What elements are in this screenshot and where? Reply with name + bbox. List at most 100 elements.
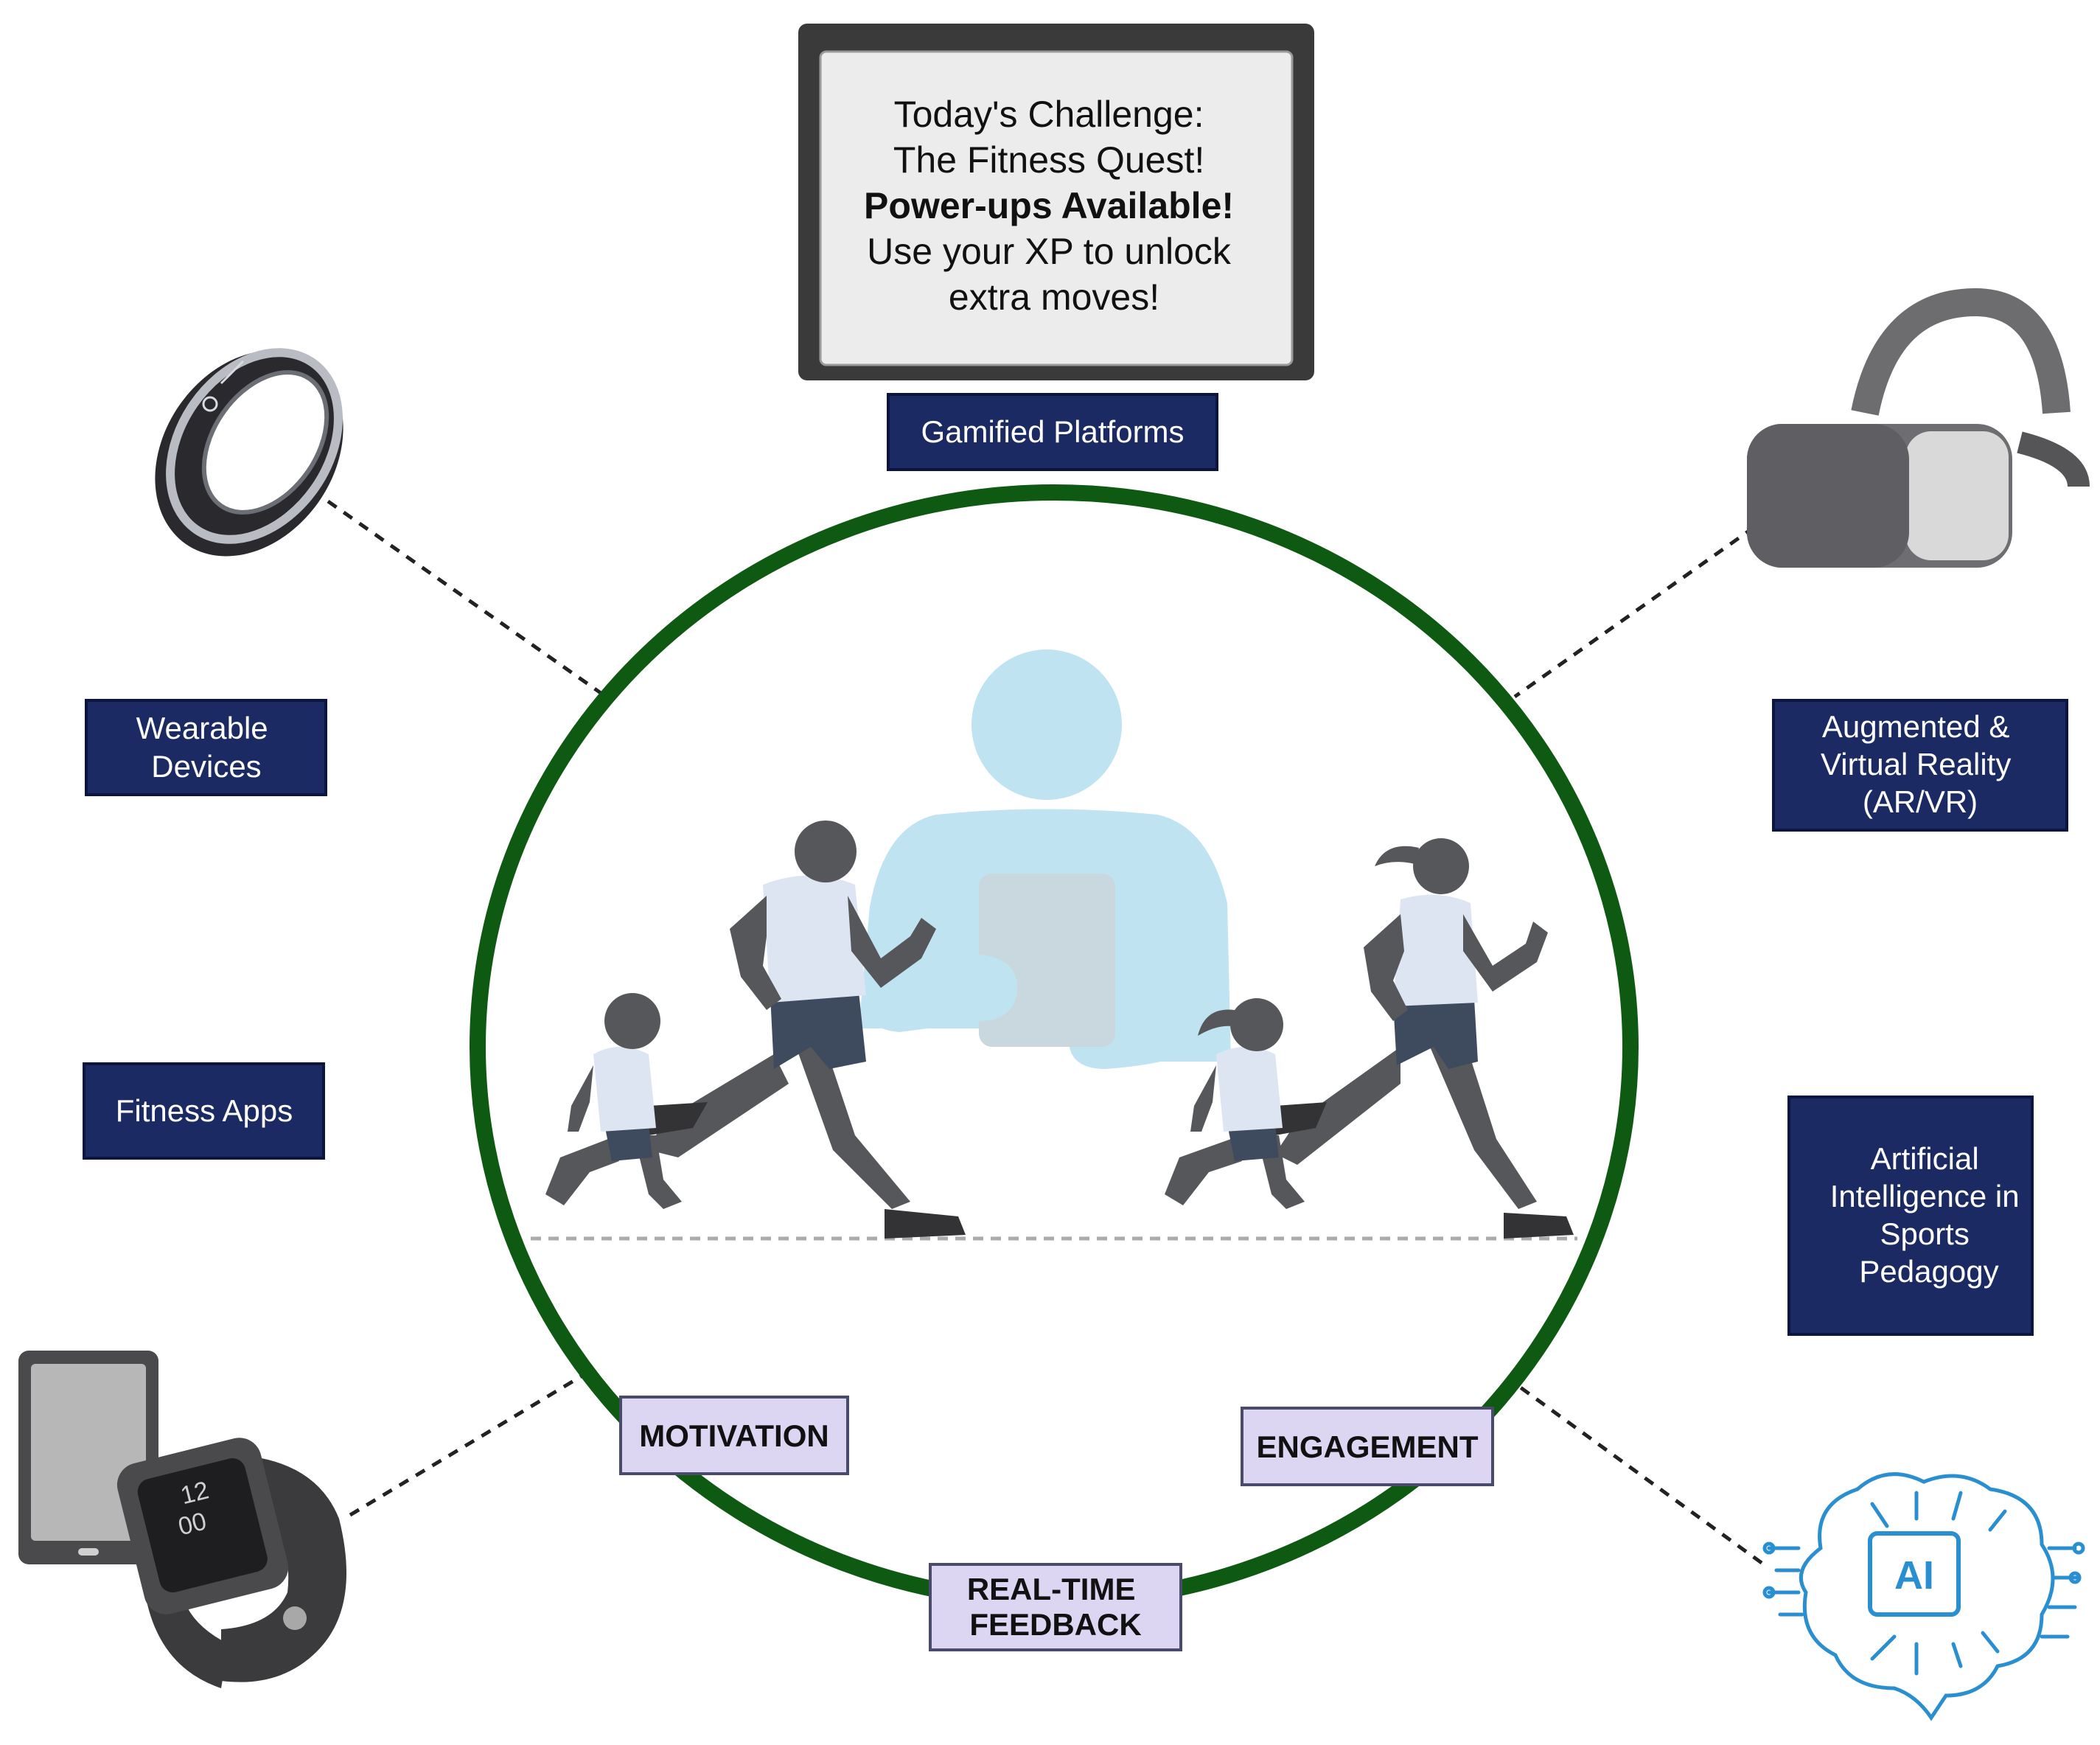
outcome-engagement-text: ENGAGEMENT xyxy=(1256,1429,1478,1464)
circuit-trace-1 xyxy=(1767,1546,1804,1617)
woman-ponytail xyxy=(1375,846,1419,866)
connector-devices xyxy=(349,1369,591,1517)
screen-display xyxy=(819,50,1294,366)
label-ai-box xyxy=(1787,1096,2034,1336)
teacher-silhouette xyxy=(859,649,1231,1069)
man-shorts xyxy=(770,992,866,1069)
outcome-feedback-line-2: FEEDBACK xyxy=(969,1607,1141,1642)
girl-shorts xyxy=(1227,1124,1279,1161)
outcome-motivation-box xyxy=(619,1396,849,1475)
boy-back-leg xyxy=(545,1139,619,1205)
woman-front-leg xyxy=(1430,1047,1537,1209)
runner-boy xyxy=(545,993,708,1209)
boy-torso xyxy=(593,1047,656,1132)
girl-torso xyxy=(1216,1047,1283,1132)
label-gamified-text: Gamified Platforms xyxy=(921,414,1184,449)
watch-sensor-dot xyxy=(283,1606,307,1630)
outcome-feedback: REAL-TIME FEEDBACK xyxy=(929,1563,1182,1651)
woman-head xyxy=(1413,838,1469,894)
man-arm-front xyxy=(848,896,936,988)
man-head xyxy=(795,821,857,882)
label-ai-pedagogy: Artificial Intelligence in Sports Pedago… xyxy=(1787,1096,2034,1336)
brain-outline xyxy=(1799,1472,2055,1721)
teacher-arm-left xyxy=(862,955,1017,1032)
woman-torso xyxy=(1393,894,1478,1006)
runner-woman xyxy=(1275,838,1574,1239)
ring-display-dot xyxy=(202,396,218,412)
vr-headset-icon xyxy=(1747,288,2090,568)
woman-shoe xyxy=(1504,1213,1574,1239)
screen-line-5: extra moves! xyxy=(949,276,1159,318)
vr-face-panel xyxy=(1905,431,2009,560)
ai-brain-icon xyxy=(1762,1472,2085,1721)
label-arvr-line-3: (AR/VR) xyxy=(1863,784,1978,819)
woman-arm-back xyxy=(1364,914,1408,1021)
label-fitness-box xyxy=(83,1062,325,1160)
boy-shorts xyxy=(604,1124,652,1161)
label-wearable-devices: Wearable Devices xyxy=(85,699,327,796)
ai-chip-text: AI xyxy=(1894,1553,1934,1598)
outcome-feedback-line-1: REAL-TIME xyxy=(967,1572,1136,1606)
boy-kicked-leg xyxy=(649,1102,708,1135)
girl-ponytail xyxy=(1198,1009,1235,1036)
label-wearable-box xyxy=(85,699,327,796)
connector-ring xyxy=(327,499,602,695)
circuit-node-4 xyxy=(2072,1542,2085,1555)
ring-inner-hole xyxy=(203,372,327,512)
woman-back-leg xyxy=(1275,1047,1400,1165)
outcome-engagement: ENGAGEMENT xyxy=(1241,1407,1494,1486)
vr-strap-side xyxy=(2017,431,2090,488)
girl-arm xyxy=(1190,1065,1216,1132)
man-back-leg xyxy=(649,1054,789,1157)
circuit-node-3 xyxy=(1762,1586,1776,1599)
vr-strap-top xyxy=(1851,288,2071,416)
svg-text:Wearable Devices: Wearable Devices xyxy=(136,711,277,784)
girl-kicked-leg xyxy=(1275,1102,1327,1135)
challenge-screen: Today's Challenge: The Fitness Quest! Po… xyxy=(798,24,1314,380)
tablet-screen xyxy=(31,1364,146,1541)
screen-line-4: Use your XP to unlock xyxy=(867,231,1232,272)
circuit-node-1 xyxy=(1762,1542,1776,1555)
man-torso xyxy=(763,875,866,1003)
connector-vr xyxy=(1513,525,1756,699)
outcome-engagement-box xyxy=(1241,1407,1494,1486)
screen-line-1: Today's Challenge: xyxy=(894,94,1204,135)
man-shoe xyxy=(885,1209,966,1239)
ring-display-line xyxy=(220,360,245,385)
teacher-head xyxy=(971,649,1122,800)
ring-band-highlight xyxy=(166,348,343,544)
boy-arm xyxy=(568,1065,593,1132)
label-ai-line-4: Pedagogy xyxy=(1859,1254,1998,1289)
svg-text:Artificial Intelligence: Artificial Intelligence in Sports Pedago… xyxy=(1830,1141,2029,1289)
tablet-home-button xyxy=(78,1548,99,1556)
woman-shorts xyxy=(1393,999,1478,1069)
outcome-feedback-box xyxy=(929,1563,1182,1651)
runner-man xyxy=(649,821,966,1239)
girl-back-leg xyxy=(1165,1139,1242,1205)
vr-front-shade xyxy=(1747,424,1909,568)
svg-text:REAL-TIME FEEDBACK: REAL-TIME FEEDBACK xyxy=(967,1572,1144,1642)
screen-line-2: The Fitness Quest! xyxy=(893,139,1204,181)
svg-text:12 00: 12 00 xyxy=(168,1474,226,1541)
label-ai-line-3: Sports xyxy=(1880,1216,1969,1251)
screen-line-3: Power-ups Available! xyxy=(864,185,1234,226)
label-arvr-box xyxy=(1772,699,2068,832)
svg-text:Augmented & Virtual Real: Augmented & Virtual Reality (AR/VR) xyxy=(1821,709,2020,819)
ai-chip-icon: AI xyxy=(1868,1531,1961,1617)
watch-strap xyxy=(192,1455,346,1682)
label-ai-line-2: Intelligence in xyxy=(1830,1179,2020,1213)
circuit-trace-2 xyxy=(2040,1546,2081,1639)
ring-inner-edge xyxy=(201,370,329,515)
connector-ai xyxy=(1517,1384,1763,1565)
ai-chip-box xyxy=(1868,1531,1961,1617)
label-arvr-line-2: Virtual Reality xyxy=(1821,747,2011,781)
label-ai-line-1: Artificial xyxy=(1871,1141,1979,1176)
girl-head xyxy=(1230,998,1283,1051)
runner-girl xyxy=(1165,998,1327,1209)
circuit-trace-3 xyxy=(1870,1491,2007,1532)
woman-arm-front xyxy=(1463,914,1548,992)
label-fitness-text: Fitness Apps xyxy=(116,1093,293,1128)
label-arvr-line-1: Augmented & xyxy=(1822,709,2010,744)
outcome-motivation: MOTIVATION xyxy=(619,1396,849,1475)
